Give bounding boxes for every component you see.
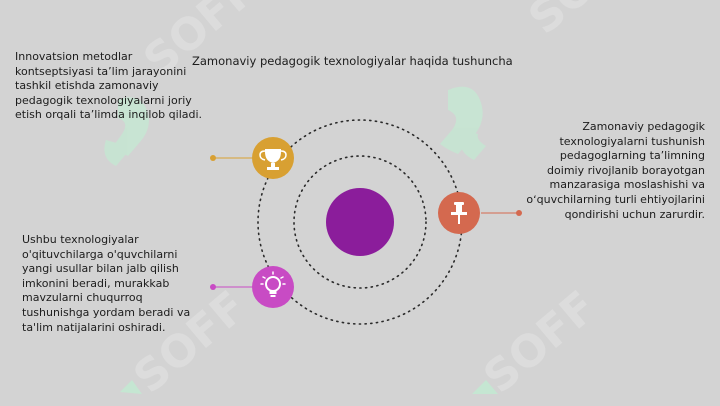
slide-title: Zamonaviy pedagogik texnologiyalar haqid…: [192, 54, 513, 68]
text-block-teacher-benefits: Ushbu texnologiyalar o'qituvchilarga o'q…: [22, 233, 191, 334]
connector-dot: [210, 284, 216, 290]
text-block-innovative-methods: Innovatsion metodlar kontseptsiyasi taʼl…: [15, 50, 203, 122]
lightbulb-icon: [260, 271, 286, 297]
connector-dot: [210, 155, 216, 161]
pushpin-icon: [451, 202, 467, 224]
node-trophy: [210, 137, 294, 179]
inner-orbit: [293, 155, 427, 289]
text-block-understanding-technologies: Zamonaviy pedagogik texnologiyalarni tus…: [526, 120, 705, 221]
node-lightbulb: [210, 266, 294, 308]
center-circle: [326, 188, 394, 256]
node-pushpin: [438, 192, 522, 234]
connector-dot: [516, 210, 522, 216]
trophy-icon: [259, 149, 287, 170]
